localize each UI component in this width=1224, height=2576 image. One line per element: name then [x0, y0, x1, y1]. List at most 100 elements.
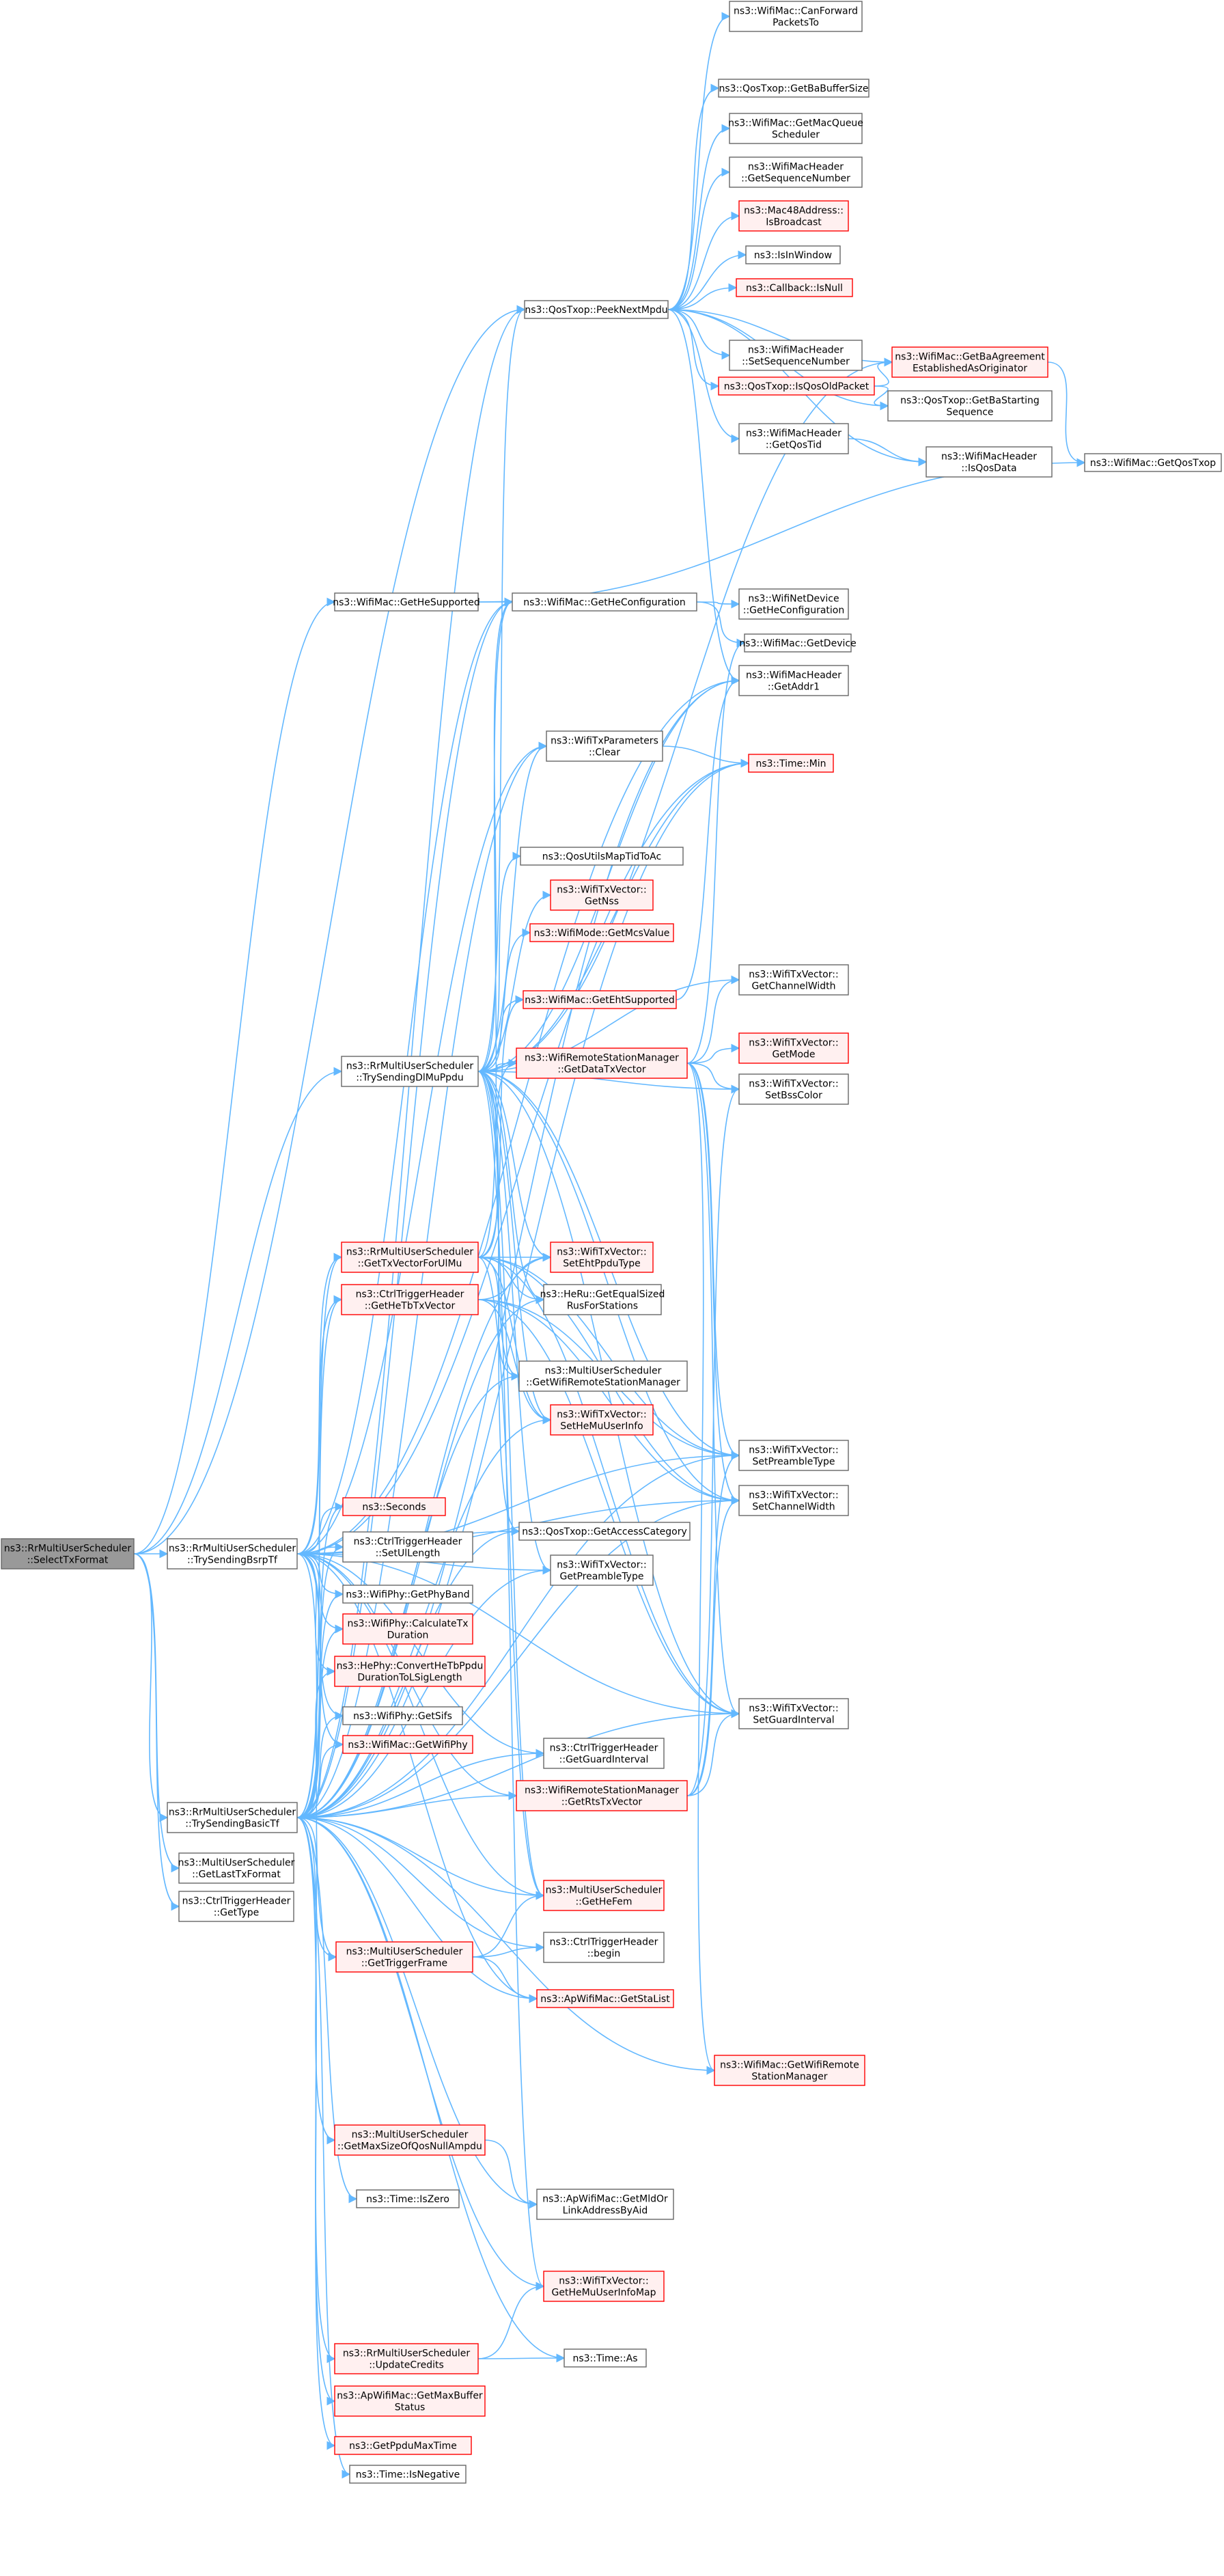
node-getBaAgreement[interactable]: ns3::WifiMac::GetBaAgreementEstablishedA…	[891, 346, 1048, 378]
node-label-setPreambleType-line-1: SetPreambleType	[752, 1457, 835, 1468]
node-label-setEhtPpduType-line-1: SetEhtPpduType	[563, 1259, 640, 1270]
node-getSifs[interactable]: ns3::WifiPhy::GetSifs	[342, 1706, 463, 1725]
node-label-getTxVectorForUlMu-line-1: ::GetTxVectorForUlMu	[358, 1259, 462, 1270]
node-callbackIsNull[interactable]: ns3::Callback::IsNull	[736, 278, 853, 297]
node-label-getEqualSizedRus-line-1: RusForStations	[567, 1301, 638, 1312]
node-getTxVectorForUlMu[interactable]: ns3::RrMultiUserScheduler::GetTxVectorFo…	[341, 1242, 479, 1273]
edge-getRtsTxVector-to-setChannelWidth	[686, 1496, 740, 1796]
node-setBssColor[interactable]: ns3::WifiTxVector::SetBssColor	[738, 1073, 849, 1105]
node-getStaList[interactable]: ns3::ApWifiMac::GetStaList	[536, 1989, 674, 2008]
node-getMode[interactable]: ns3::WifiTxVector::GetMode	[738, 1032, 849, 1064]
node-getHeFem[interactable]: ns3::MultiUserScheduler::GetHeFem	[543, 1880, 665, 1911]
node-getPreambleType[interactable]: ns3::WifiTxVector::GetPreambleType	[550, 1554, 654, 1586]
node-getDevice[interactable]: ns3::WifiMac::GetDevice	[739, 633, 857, 653]
edge-getDataTxVector-to-getWifiRsmMac	[686, 1063, 716, 2075]
node-setSequenceNumber[interactable]: ns3::WifiMacHeader::SetSequenceNumber	[729, 340, 863, 371]
node-isQosOldPacket[interactable]: ns3::QosTxop::IsQosOldPacket	[718, 376, 875, 396]
node-label-getMacQueueScheduler-line-1: Scheduler	[772, 130, 820, 141]
node-seconds[interactable]: ns3::Seconds	[342, 1497, 446, 1516]
edge-isQosOldPacket-to-getBaStartingSeq	[874, 385, 889, 411]
node-label-getHeConfiguration-line-0: ns3::WifiMac::GetHeConfiguration	[523, 597, 686, 608]
node-getQosTxop[interactable]: ns3::WifiMac::GetQosTxop	[1084, 453, 1222, 472]
edge-trySendingBasicTf-to-getHeConfiguration	[296, 597, 514, 1818]
node-txParamsClear[interactable]: ns3::WifiTxParameters::Clear	[546, 730, 663, 762]
node-getTriggerFrame[interactable]: ns3::MultiUserScheduler::GetTriggerFrame	[335, 1941, 473, 1973]
node-label-timeAs-line-0: ns3::Time::As	[572, 2353, 637, 2364]
node-getQosTid[interactable]: ns3::WifiMacHeader::GetQosTid	[738, 423, 849, 454]
node-label-trySendingDlMuPpdu-line-1: ::TrySendingDlMuPpdu	[356, 1073, 464, 1084]
node-setPreambleType[interactable]: ns3::WifiTxVector::SetPreambleType	[738, 1440, 849, 1471]
node-getSequenceNumber[interactable]: ns3::WifiMacHeader::GetSequenceNumber	[729, 156, 863, 188]
node-getWifiPhy[interactable]: ns3::WifiMac::GetWifiPhy	[342, 1735, 473, 1754]
node-qosUtilsMapTid[interactable]: ns3::QosUtilsMapTidToAc	[520, 847, 684, 866]
node-selectTx[interactable]: ns3::RrMultiUserScheduler::SelectTxForma…	[1, 1538, 135, 1570]
node-updateCredits[interactable]: ns3::RrMultiUserScheduler::UpdateCredits	[334, 2343, 479, 2374]
node-getNss[interactable]: ns3::WifiTxVector::GetNss	[550, 879, 654, 911]
node-getBaBufferSize[interactable]: ns3::QosTxop::GetBaBufferSize	[718, 79, 870, 98]
node-timeAs[interactable]: ns3::Time::As	[564, 2348, 647, 2368]
node-getPpduMaxTime[interactable]: ns3::GetPpduMaxTime	[334, 2436, 472, 2455]
node-box-ctrlBegin	[543, 1932, 665, 1963]
node-setGuardInterval[interactable]: ns3::WifiTxVector::SetGuardInterval	[738, 1698, 849, 1729]
node-getHeTbTxVector[interactable]: ns3::CtrlTriggerHeader::GetHeTbTxVector	[341, 1284, 479, 1315]
node-getHeConfiguration[interactable]: ns3::WifiMac::GetHeConfiguration	[512, 592, 697, 612]
edge-selectTx-to-trySendingDlMuPpdu	[133, 1067, 343, 1554]
node-trySendingBasicTf[interactable]: ns3::RrMultiUserScheduler::TrySendingBas…	[167, 1802, 298, 1833]
node-getLastTxFormat[interactable]: ns3::MultiUserScheduler::GetLastTxFormat	[178, 1852, 295, 1884]
node-ctrlBegin[interactable]: ns3::CtrlTriggerHeader::begin	[543, 1932, 665, 1963]
node-convertHeTb[interactable]: ns3::HePhy::ConvertHeTbPpduDurationToLSi…	[334, 1656, 486, 1687]
node-label-getMaxBufferStatus-line-1: Status	[395, 2402, 426, 2413]
node-label-ctrlGetType-line-1: ::GetType	[214, 1908, 260, 1919]
node-setChannelWidth[interactable]: ns3::WifiTxVector::SetChannelWidth	[738, 1485, 849, 1516]
edge-trySendingBasicTf-to-getGuardInterval	[296, 1749, 545, 1818]
node-box-setPreambleType	[738, 1440, 849, 1471]
edge-getTxVectorForUlMu-to-getHeConfiguration	[477, 597, 514, 1258]
node-isInWindow[interactable]: ns3::IsInWindow	[745, 245, 841, 264]
node-trySendingDlMuPpdu[interactable]: ns3::RrMultiUserScheduler::TrySendingDlM…	[341, 1056, 479, 1087]
node-ctrlGetType[interactable]: ns3::CtrlTriggerHeader::GetType	[178, 1891, 294, 1922]
edge-trySendingBsrpTf-to-getAddr1	[296, 676, 740, 1554]
node-setHeMuUserInfo[interactable]: ns3::WifiTxVector::SetHeMuUserInfo	[550, 1404, 654, 1436]
node-getHeConfigDevice[interactable]: ns3::WifiNetDevice::GetHeConfiguration	[738, 588, 849, 620]
node-box-setEhtPpduType	[550, 1242, 654, 1273]
edge-trySendingBsrpTf-to-getHeTbTxVector	[296, 1295, 343, 1554]
node-box-peekNextMpdu	[524, 300, 669, 319]
node-getMaxSizeQosNull[interactable]: ns3::MultiUserScheduler::GetMaxSizeOfQos…	[334, 2124, 486, 2156]
node-isQosData[interactable]: ns3::WifiMacHeader::IsQosData	[926, 446, 1053, 478]
node-getWifiRsmMac[interactable]: ns3::WifiMac::GetWifiRemoteStationManage…	[714, 2055, 865, 2086]
node-label-canForwardPacketsTo-line-1: PacketsTo	[773, 18, 819, 29]
node-getGuardInterval[interactable]: ns3::CtrlTriggerHeader::GetGuardInterval	[543, 1738, 665, 1769]
node-getDataTxVector[interactable]: ns3::WifiRemoteStationManager::GetDataTx…	[516, 1047, 688, 1079]
node-label-convertHeTb-line-0: ns3::HePhy::ConvertHeTbPpdu	[337, 1661, 484, 1672]
node-label-trySendingBasicTf-line-1: ::TrySendingBasicTf	[185, 1819, 279, 1830]
node-getHeMuUserInfoMap[interactable]: ns3::WifiTxVector::GetHeMuUserInfoMap	[543, 2271, 665, 2302]
node-getPhyBand[interactable]: ns3::WifiPhy::GetPhyBand	[342, 1585, 473, 1604]
node-isBroadcast[interactable]: ns3::Mac48Address::IsBroadcast	[738, 200, 849, 232]
node-getMcsValue[interactable]: ns3::WifiMode::GetMcsValue	[529, 923, 674, 942]
node-box-getGuardInterval	[543, 1738, 665, 1769]
node-getAccessCategory[interactable]: ns3::QosTxop::GetAccessCategory	[518, 1522, 691, 1541]
node-timeIsZero[interactable]: ns3::Time::IsZero	[356, 2189, 460, 2208]
node-setEhtPpduType[interactable]: ns3::WifiTxVector::SetEhtPpduType	[550, 1242, 654, 1273]
node-timeIsNegative[interactable]: ns3::Time::IsNegative	[349, 2465, 467, 2484]
node-getRtsTxVector[interactable]: ns3::WifiRemoteStationManager::GetRtsTxV…	[516, 1780, 688, 1811]
node-peekNextMpdu[interactable]: ns3::QosTxop::PeekNextMpdu	[524, 300, 669, 319]
node-getHeSupported[interactable]: ns3::WifiMac::GetHeSupported	[333, 592, 480, 612]
node-getAddr1[interactable]: ns3::WifiMacHeader::GetAddr1	[738, 665, 849, 696]
edge-trySendingDlMuPpdu-to-timeMin	[477, 758, 750, 1072]
node-setUlLength[interactable]: ns3::CtrlTriggerHeader::SetUlLength	[342, 1531, 473, 1563]
node-getChannelWidth[interactable]: ns3::WifiTxVector::GetChannelWidth	[738, 964, 849, 996]
edge-trySendingBasicTf-to-getHeFem	[296, 1817, 545, 1900]
node-timeMin[interactable]: ns3::Time::Min	[748, 754, 834, 773]
edge-trySendingDlMuPpdu-to-getHeConfiguration	[477, 597, 514, 1072]
node-trySendingBsrpTf[interactable]: ns3::RrMultiUserScheduler::TrySendingBsr…	[167, 1538, 298, 1570]
node-getEhtSupported[interactable]: ns3::WifiMac::GetEhtSupported	[523, 990, 677, 1009]
node-getWifiRsm[interactable]: ns3::MultiUserScheduler::GetWifiRemoteSt…	[518, 1360, 688, 1392]
